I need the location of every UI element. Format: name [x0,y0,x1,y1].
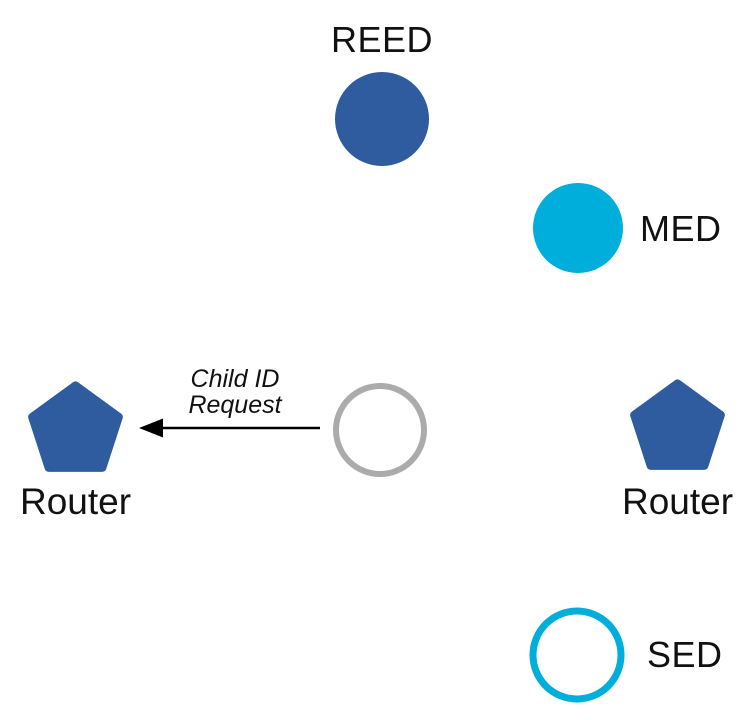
reed-node-label: REED [331,19,433,60]
sed-node-label: SED [647,634,723,675]
reed-node-circle [335,72,429,166]
router-left-pentagon [28,381,123,472]
router-left-label: Router [20,481,131,522]
med-node-label: MED [640,208,722,249]
router-right-pentagon [630,379,725,470]
med-node-circle [533,183,623,273]
child-id-request-label-line2: Request [188,391,282,419]
joining-device-circle [333,383,427,477]
child-id-request-arrowhead [139,418,163,438]
child-id-request-label-line1: Child ID [191,365,280,393]
sed-node-circle [529,607,625,703]
router-right-label: Router [622,481,733,522]
